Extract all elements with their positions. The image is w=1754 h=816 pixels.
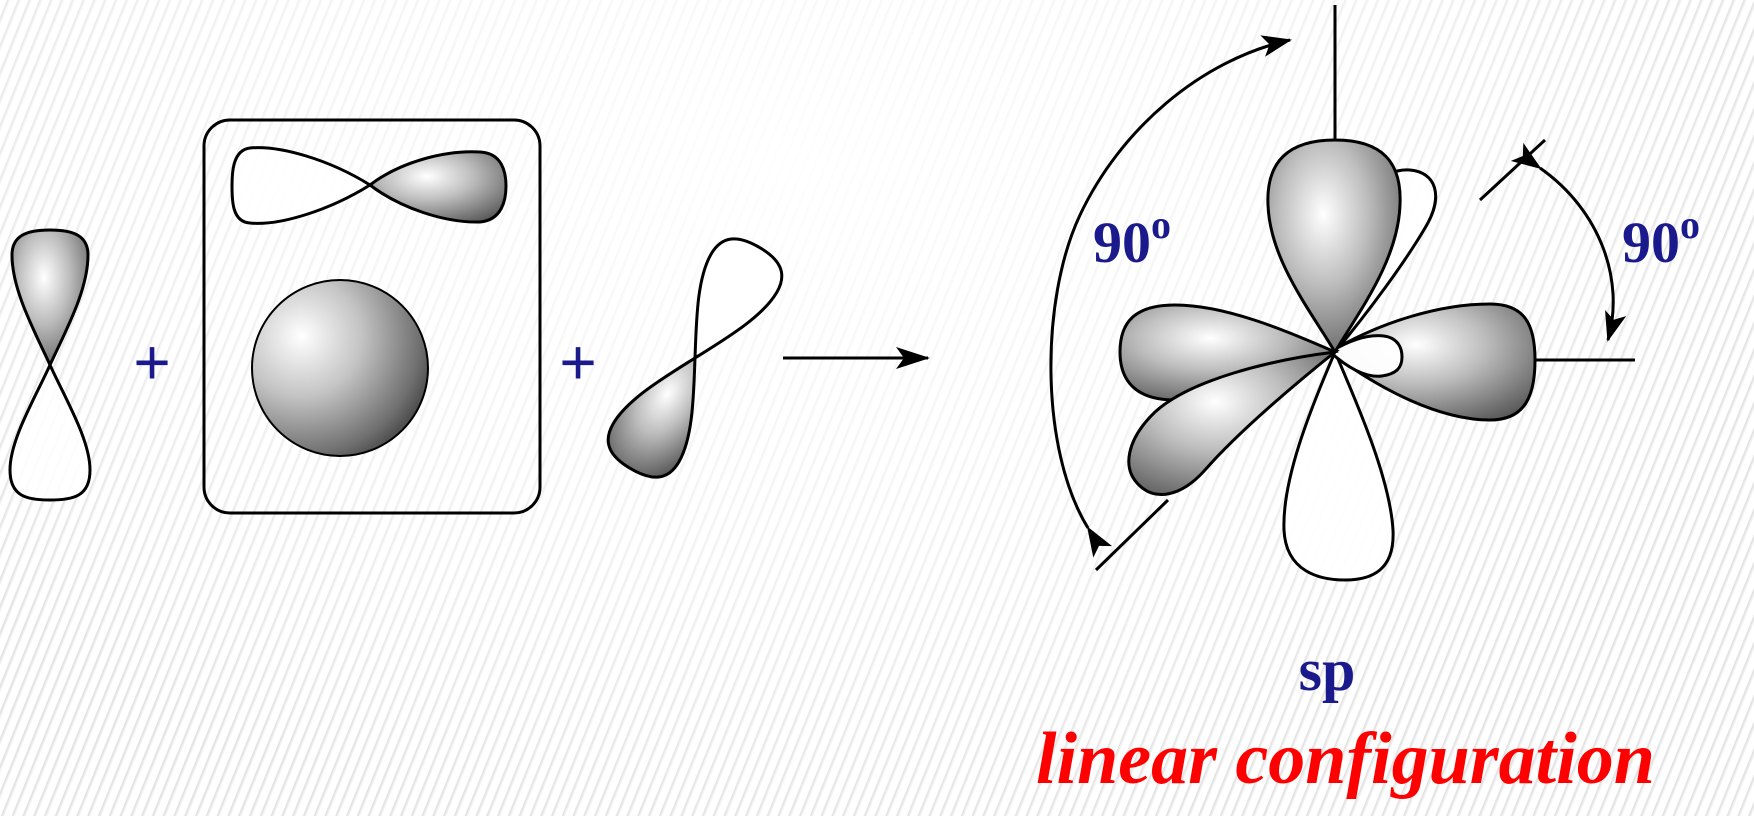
box-frame <box>202 118 542 515</box>
p-lobe-tilted-shaded <box>606 355 697 479</box>
degree-mark-left: o <box>1151 202 1171 247</box>
p-lobe-horizontal-shaded <box>367 150 508 224</box>
angle-arc-left <box>1049 35 1292 558</box>
hybrid-label: sp <box>1299 637 1356 703</box>
p-lobe-open <box>8 361 92 502</box>
sp-lobe-top <box>1266 138 1402 355</box>
configuration-caption: linear configuration <box>1036 718 1655 800</box>
p-orbital-tilted <box>606 237 784 479</box>
degree-mark-right: o <box>1680 202 1700 247</box>
p-lobe-shaded <box>10 228 90 369</box>
orbital-box <box>202 118 542 515</box>
sp-hybrid-orbitals: 90o 90o sp <box>1049 5 1700 703</box>
angle-value-left: 90 <box>1093 210 1151 275</box>
plus-sign-2: + <box>559 326 596 398</box>
angle-value-right: 90 <box>1622 210 1680 275</box>
angle-arc-right <box>1510 142 1627 342</box>
p-lobe-tilted-open <box>693 237 784 361</box>
p-orbital-vertical <box>8 228 92 502</box>
s-orbital-sphere <box>251 279 429 457</box>
sp-lobe-small-back <box>1327 334 1404 378</box>
axis-upper-right <box>1478 138 1547 202</box>
angle-label-left: 90o <box>1093 202 1171 275</box>
axis-lower-left <box>1094 498 1170 572</box>
p-lobe-horizontal-open <box>230 146 373 225</box>
p-lobe-back-lower <box>1282 348 1395 582</box>
angle-label-right: 90o <box>1622 202 1700 275</box>
sp-lobe-right <box>1327 302 1537 422</box>
plus-sign-1: + <box>133 326 170 398</box>
